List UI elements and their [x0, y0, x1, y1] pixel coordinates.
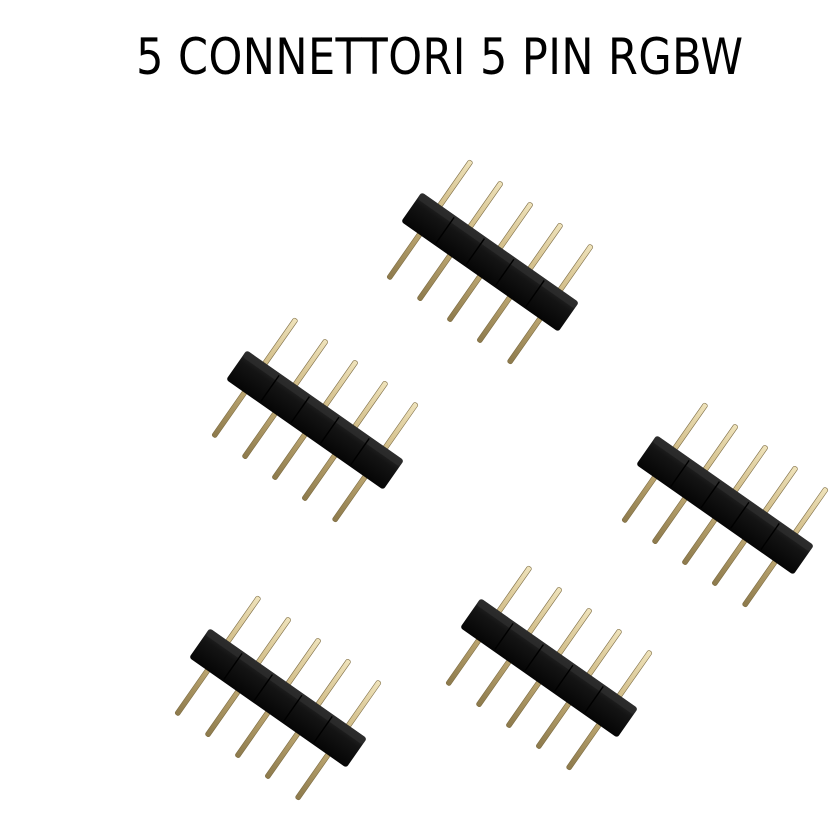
connector-5: [428, 553, 670, 783]
connector-3: [604, 390, 838, 620]
connector-4: [157, 583, 399, 813]
connector-1: [369, 147, 611, 377]
connector-2: [194, 305, 436, 535]
product-title: 5 CONNETTORI 5 PIN RGBW: [136, 28, 744, 86]
